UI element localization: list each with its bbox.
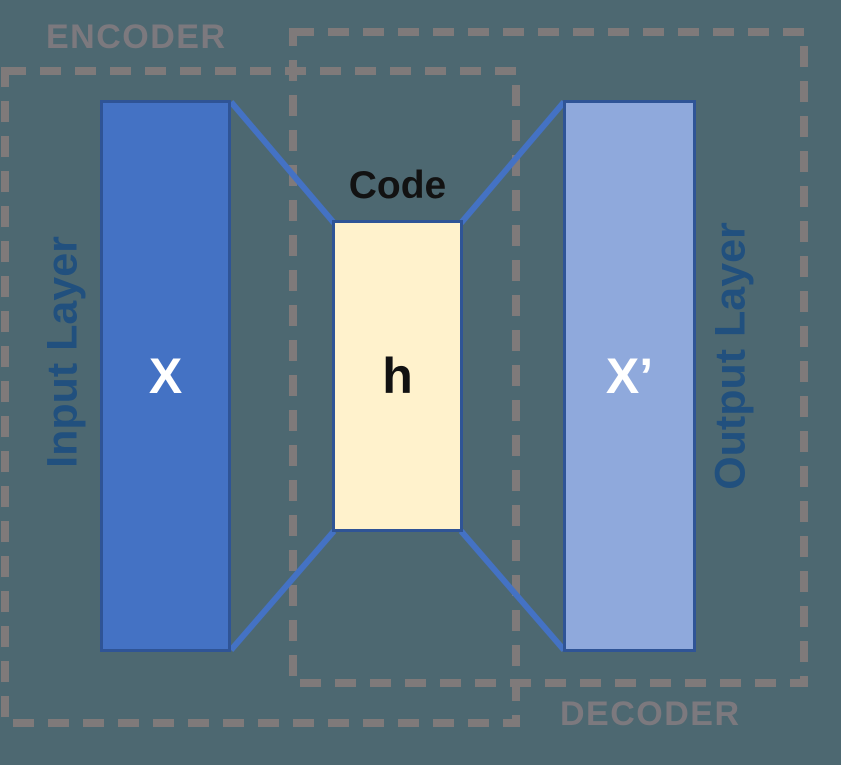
connection-input-to-code-top <box>228 100 337 225</box>
input-symbol: X <box>148 348 183 404</box>
code-symbol: h <box>382 348 413 404</box>
encoder-dashed-outline <box>1 67 520 727</box>
code-layer-box: h <box>332 220 463 532</box>
connection-code-to-output-bottom <box>458 529 567 652</box>
connection-input-to-code-bottom <box>228 529 337 652</box>
input-layer-box: X <box>100 100 231 652</box>
output-layer-label: Output Layer <box>706 222 755 490</box>
output-symbol: X’ <box>605 348 654 404</box>
output-layer-box: X’ <box>563 100 696 652</box>
input-layer-label: Input Layer <box>38 236 87 468</box>
decoder-region-label: DECODER <box>560 695 741 733</box>
code-caption: Code <box>348 164 447 207</box>
decoder-dashed-outline <box>289 28 808 687</box>
connection-code-to-output-top <box>458 100 567 225</box>
encoder-region-label: ENCODER <box>46 18 227 56</box>
